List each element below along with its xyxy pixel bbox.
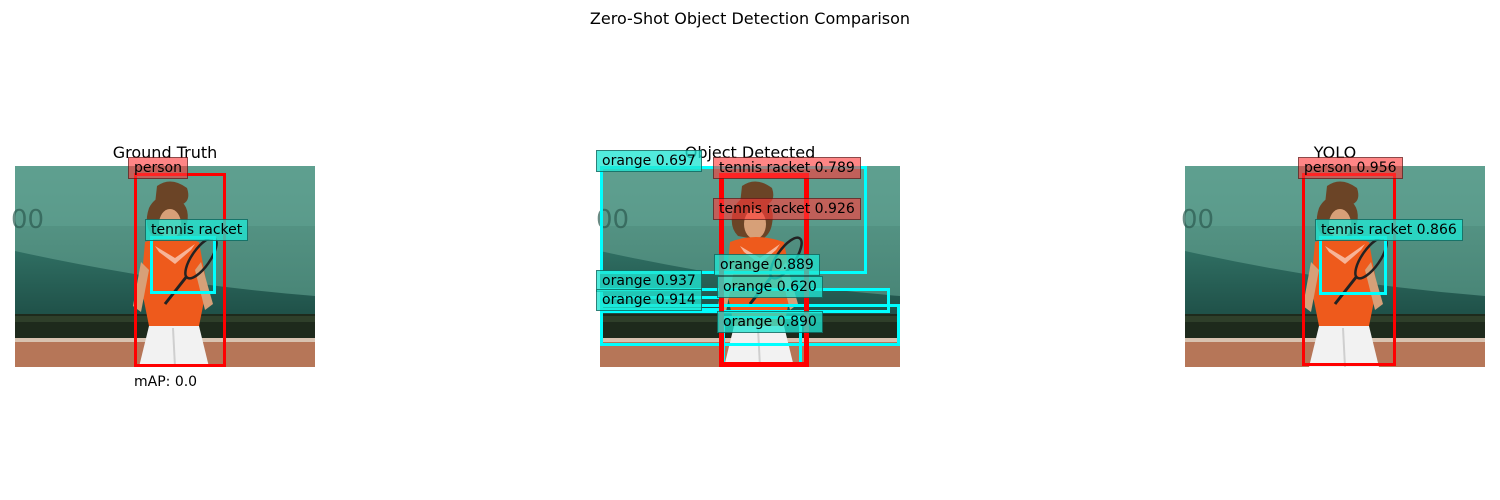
gt-map-score: mAP: 0.0 — [134, 374, 198, 390]
gt-racket-box — [150, 236, 216, 294]
od-panel: orange 0.697 tennis racket 0.789 tennis … — [594, 150, 902, 369]
figure-title: Zero-Shot Object Detection Comparison — [589, 9, 911, 28]
gt-label-person: person — [128, 157, 188, 179]
od-orange-box-4 — [600, 304, 900, 346]
od-label-3: tennis racket 0.926 — [713, 198, 861, 220]
yolo-racket-box — [1319, 236, 1387, 295]
gt-label-racket: tennis racket — [145, 219, 249, 241]
yolo-label-racket: tennis racket 0.866 — [1315, 219, 1463, 241]
od-label-8: orange 0.890 — [717, 311, 823, 333]
gt-panel: person tennis racket — [9, 157, 317, 369]
yolo-panel: person 0.956 tennis racket 0.866 — [1179, 157, 1487, 369]
od-label-7: orange 0.914 — [596, 289, 702, 311]
od-label-4: orange 0.889 — [714, 254, 820, 276]
yolo-label-person: person 0.956 — [1298, 157, 1403, 179]
od-label-6: orange 0.620 — [717, 276, 823, 298]
od-label-2: tennis racket 0.789 — [713, 157, 861, 179]
od-label-1: orange 0.697 — [596, 150, 702, 172]
